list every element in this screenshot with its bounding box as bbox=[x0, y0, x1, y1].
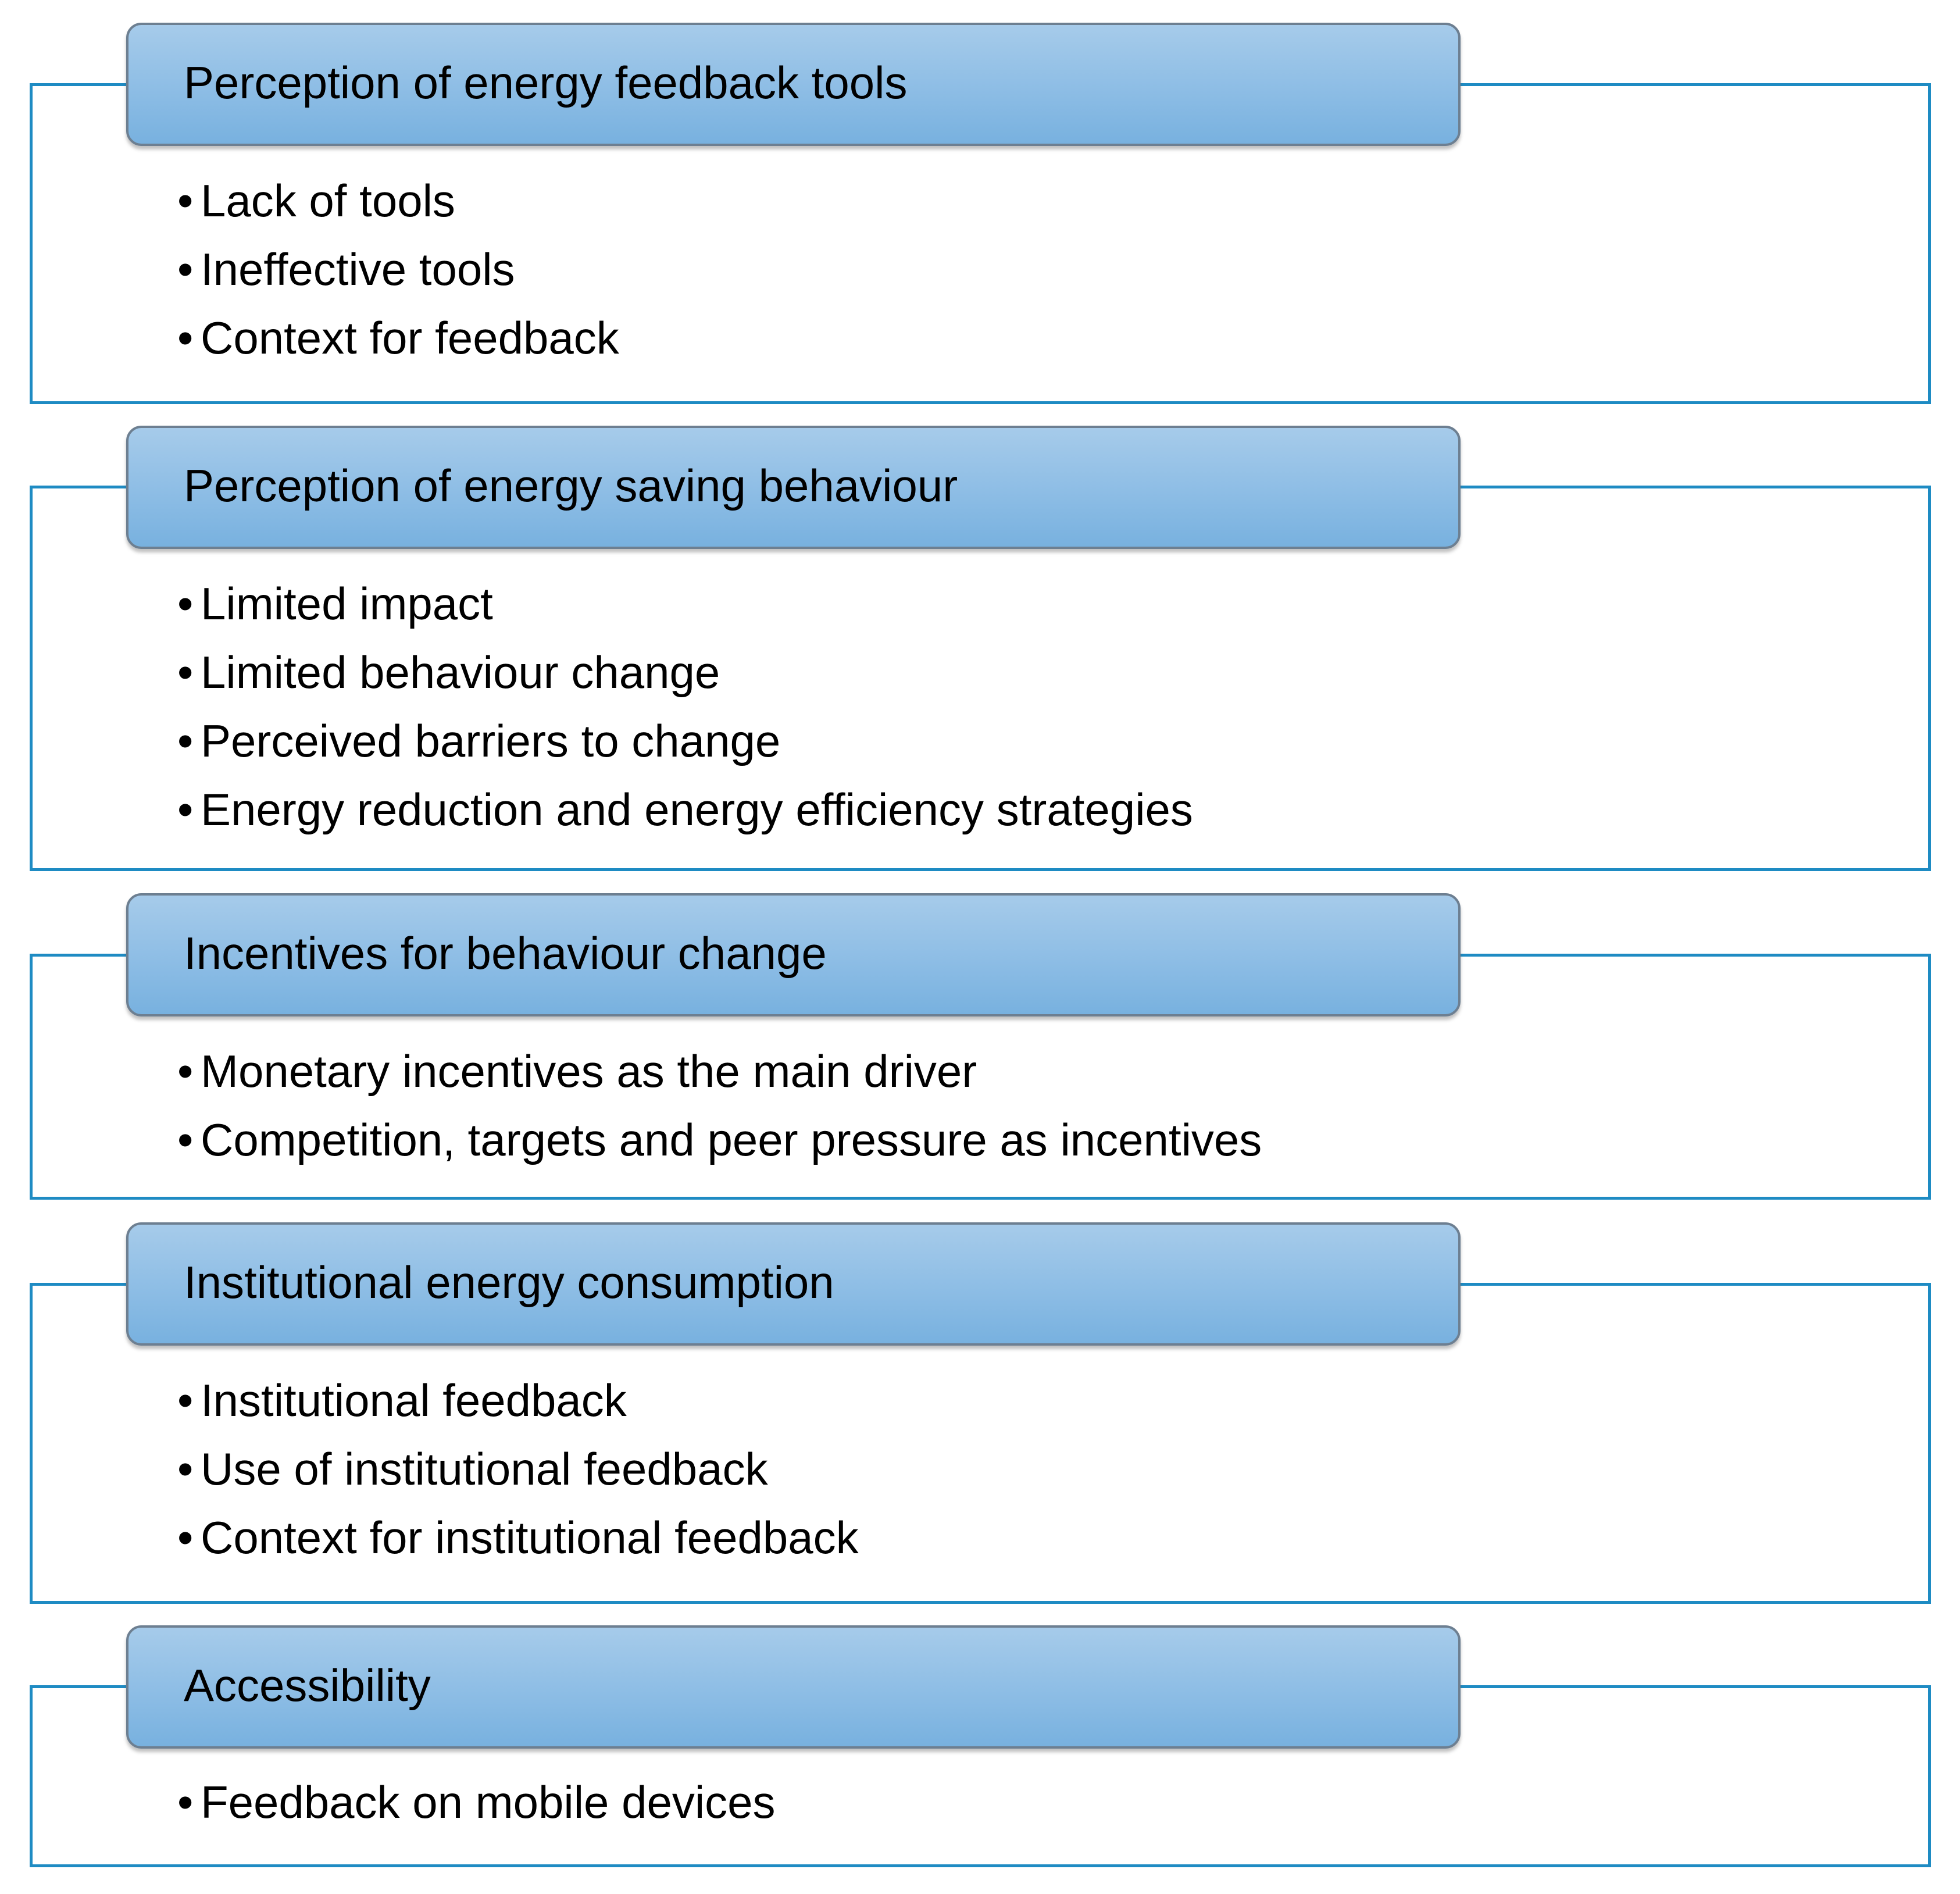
item-text: Lack of tools bbox=[201, 175, 455, 226]
list-item: •Context for feedback bbox=[177, 304, 619, 372]
list-item: •Energy reduction and energy efficiency … bbox=[177, 775, 1193, 844]
item-text: Competition, targets and peer pressure a… bbox=[201, 1114, 1262, 1165]
section-header: Perception of energy saving behaviour bbox=[126, 426, 1461, 549]
list-item: •Context for institutional feedback bbox=[177, 1503, 859, 1572]
item-list: •Limited impact •Limited behaviour chang… bbox=[177, 569, 1193, 844]
item-text: Ineffective tools bbox=[201, 244, 515, 295]
section-title: Accessibility bbox=[184, 1660, 431, 1711]
bullet-icon: • bbox=[177, 1443, 194, 1494]
item-text: Limited impact bbox=[201, 578, 493, 629]
section-frame bbox=[30, 486, 1931, 871]
section-title: Perception of energy saving behaviour bbox=[184, 460, 958, 511]
item-text: Feedback on mobile devices bbox=[201, 1777, 776, 1828]
item-text: Energy reduction and energy efficiency s… bbox=[201, 784, 1193, 835]
item-text: Context for feedback bbox=[201, 312, 619, 363]
item-text: Context for institutional feedback bbox=[201, 1512, 859, 1563]
bullet-icon: • bbox=[177, 784, 194, 835]
list-item: •Feedback on mobile devices bbox=[177, 1768, 776, 1836]
list-item: •Limited impact bbox=[177, 569, 1193, 638]
section-header: Accessibility bbox=[126, 1625, 1461, 1749]
list-item: •Ineffective tools bbox=[177, 235, 619, 304]
item-list: •Feedback on mobile devices bbox=[177, 1768, 776, 1836]
item-text: Monetary incentives as the main driver bbox=[201, 1046, 977, 1097]
item-list: •Institutional feedback •Use of institut… bbox=[177, 1366, 859, 1572]
item-text: Perceived barriers to change bbox=[201, 715, 781, 766]
list-item: •Lack of tools bbox=[177, 166, 619, 235]
section-title: Incentives for behaviour change bbox=[184, 928, 827, 979]
item-list: •Lack of tools •Ineffective tools •Conte… bbox=[177, 166, 619, 372]
bullet-icon: • bbox=[177, 578, 194, 629]
bullet-icon: • bbox=[177, 175, 194, 226]
section-header: Perception of energy feedback tools bbox=[126, 23, 1461, 146]
bullet-icon: • bbox=[177, 715, 194, 766]
bullet-icon: • bbox=[177, 1777, 194, 1828]
bullet-icon: • bbox=[177, 1512, 194, 1563]
bullet-icon: • bbox=[177, 1114, 194, 1165]
list-item: •Limited behaviour change bbox=[177, 638, 1193, 707]
list-item: •Competition, targets and peer pressure … bbox=[177, 1105, 1262, 1174]
bullet-icon: • bbox=[177, 1375, 194, 1426]
item-text: Use of institutional feedback bbox=[201, 1443, 768, 1494]
section-title: Institutional energy consumption bbox=[184, 1257, 834, 1308]
item-text: Limited behaviour change bbox=[201, 647, 720, 698]
list-item: •Institutional feedback bbox=[177, 1366, 859, 1435]
bullet-icon: • bbox=[177, 312, 194, 363]
bullet-icon: • bbox=[177, 244, 194, 295]
section-title: Perception of energy feedback tools bbox=[184, 57, 908, 108]
section-header: Incentives for behaviour change bbox=[126, 893, 1461, 1016]
item-text: Institutional feedback bbox=[201, 1375, 627, 1426]
list-item: •Perceived barriers to change bbox=[177, 707, 1193, 775]
bullet-icon: • bbox=[177, 647, 194, 698]
section-header: Institutional energy consumption bbox=[126, 1222, 1461, 1346]
item-list: •Monetary incentives as the main driver … bbox=[177, 1037, 1262, 1174]
bullet-icon: • bbox=[177, 1046, 194, 1097]
list-item: •Monetary incentives as the main driver bbox=[177, 1037, 1262, 1105]
list-item: •Use of institutional feedback bbox=[177, 1435, 859, 1503]
